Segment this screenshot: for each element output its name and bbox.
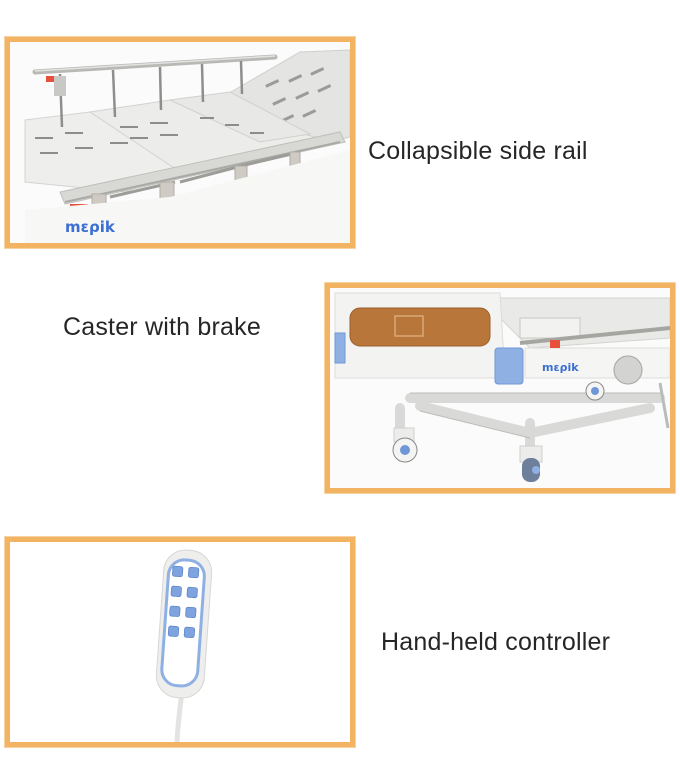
feature-image-side-rail: mερik	[5, 37, 355, 248]
caption-caster: Caster with brake	[63, 313, 261, 341]
brand-logo: mερik	[542, 361, 579, 374]
brand-logo: mερik	[65, 218, 116, 236]
bed-side-rail-illustration: mερik	[10, 42, 350, 243]
caption-side-rail: Collapsible side rail	[368, 137, 588, 165]
caster-wheel	[392, 427, 418, 463]
feature-image-caster: mερik	[325, 283, 675, 493]
caster-wheel	[585, 381, 605, 401]
caption-controller: Hand-held controller	[381, 628, 611, 656]
hand-controller-illustration	[10, 542, 350, 742]
feature-image-controller	[5, 537, 355, 747]
caster-wheel-brake	[519, 445, 543, 482]
controller-buttons	[167, 565, 200, 639]
bed-caster-illustration: mερik	[330, 288, 670, 488]
